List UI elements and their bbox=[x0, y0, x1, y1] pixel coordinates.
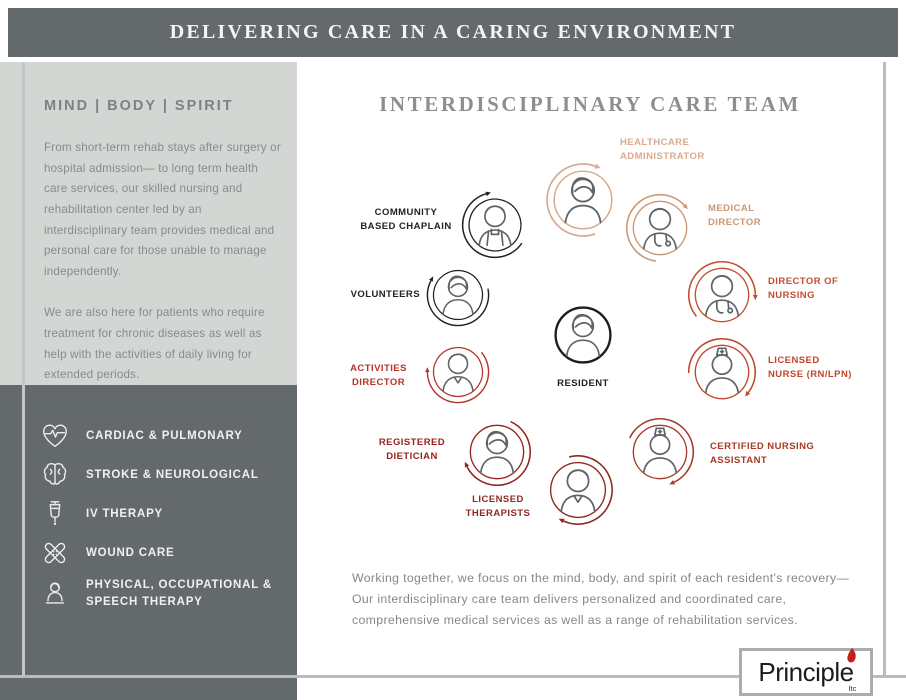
nursing-director-person-icon bbox=[687, 260, 758, 323]
center-node-resident bbox=[546, 298, 620, 372]
center-label-resident: RESIDENT bbox=[557, 378, 609, 389]
sidebar: MIND | BODY | SPIRIT From short-term reh… bbox=[0, 62, 297, 700]
role-node-medical-director bbox=[623, 191, 697, 265]
bottom-frame-line bbox=[0, 675, 906, 678]
service-label: CARDIAC & PULMONARY bbox=[86, 429, 243, 442]
role-node-community-based-chaplain bbox=[459, 189, 531, 261]
sidebar-intro-section: MIND | BODY | SPIRIT From short-term reh… bbox=[0, 62, 297, 385]
brain-icon bbox=[40, 460, 70, 490]
chaplain-person-icon bbox=[461, 191, 523, 259]
main-panel: INTERDISCIPLINARY CARE TEAM bbox=[297, 62, 883, 696]
role-label-licensed-nurse: LICENSED NURSE (RN/LPN) bbox=[768, 355, 852, 381]
left-frame-line bbox=[22, 62, 25, 675]
role-label-director-of-nursing: DIRECTOR OF NURSING bbox=[768, 276, 839, 302]
banner: DELIVERING CARE IN A CARING ENVIRONMENT bbox=[8, 8, 898, 57]
diagram-title: INTERDISCIPLINARY CARE TEAM bbox=[379, 92, 801, 116]
right-frame-line bbox=[883, 62, 886, 675]
activities-director-person-icon bbox=[425, 346, 490, 404]
service-label: IV THERAPY bbox=[86, 507, 164, 520]
iv-drip-icon bbox=[40, 499, 70, 529]
care-team-diagram: HEALTHCARE ADMINISTRATOR MEDICAL DIRECTO… bbox=[320, 130, 880, 570]
role-label-community-based-chaplain: COMMUNITY BASED CHAPLAIN bbox=[360, 207, 452, 233]
service-item: STROKE & NEUROLOGICAL bbox=[40, 460, 287, 490]
role-node-certified-nursing-assistant bbox=[623, 415, 697, 489]
dietician-person-icon bbox=[464, 420, 532, 487]
sidebar-services-section: CARDIAC & PULMONARY STROKE & NEUROLOGICA… bbox=[0, 385, 297, 700]
role-label-healthcare-administrator: HEALTHCARE ADMINISTRATOR bbox=[620, 137, 705, 163]
role-node-director-of-nursing bbox=[685, 258, 759, 332]
role-label-certified-nursing-assistant: CERTIFIED NURSING ASSISTANT bbox=[710, 441, 815, 467]
role-node-activities-director bbox=[424, 338, 492, 406]
service-label: PHYSICAL, OCCUPATIONAL & SPEECH THERAPY bbox=[86, 579, 272, 608]
principle-logo: Principle ltc bbox=[739, 647, 873, 696]
role-node-healthcare-administrator bbox=[543, 160, 623, 240]
role-node-licensed-therapists bbox=[540, 452, 616, 528]
banner-title: DELIVERING CARE IN A CARING ENVIRONMENT bbox=[169, 21, 737, 43]
service-item: WOUND CARE bbox=[40, 538, 287, 568]
services-list: CARDIAC & PULMONARY STROKE & NEUROLOGICA… bbox=[40, 421, 287, 610]
role-node-licensed-nurse bbox=[685, 335, 759, 409]
role-node-registered-dietician bbox=[460, 415, 534, 489]
logo-flame-icon bbox=[846, 647, 856, 662]
service-item: PHYSICAL, OCCUPATIONAL & SPEECH THERAPY bbox=[40, 577, 287, 610]
heart-pulse-icon bbox=[40, 421, 70, 451]
therapy-person-icon bbox=[40, 579, 70, 609]
sidebar-paragraph-2: We are also here for patients who requir… bbox=[44, 306, 265, 382]
role-label-volunteers: VOLUNTEERS bbox=[350, 289, 420, 300]
licensed-nurse-person-icon bbox=[687, 337, 757, 400]
service-item: IV THERAPY bbox=[40, 499, 287, 529]
sidebar-heading: MIND | BODY | SPIRIT bbox=[44, 98, 234, 114]
therapist-person-icon bbox=[549, 455, 613, 525]
role-label-activities-director: ACTIVITIES DIRECTOR bbox=[350, 363, 407, 389]
service-label: STROKE & NEUROLOGICAL bbox=[86, 468, 259, 481]
nursing-assistant-person-icon bbox=[629, 417, 695, 485]
role-label-registered-dietician: REGISTERED DIETICIAN bbox=[378, 437, 446, 463]
service-label: WOUND CARE bbox=[86, 546, 175, 559]
crossed-bandages-icon bbox=[40, 538, 70, 568]
role-label-medical-director: MEDICAL DIRECTOR bbox=[708, 203, 762, 229]
logo-text: Principle bbox=[758, 656, 854, 687]
logo-suffix: ltc bbox=[848, 685, 857, 693]
logo-wordmark: Principle ltc bbox=[758, 647, 856, 693]
role-node-volunteers bbox=[424, 261, 492, 329]
sidebar-paragraph-1: From short-term rehab stays after surger… bbox=[44, 141, 281, 278]
footer-paragraph: Working together, we focus on the mind, … bbox=[352, 571, 850, 628]
service-item: CARDIAC & PULMONARY bbox=[40, 421, 287, 451]
resident-person-icon bbox=[554, 306, 612, 364]
administrator-person-icon bbox=[546, 163, 613, 237]
volunteer-person-icon bbox=[426, 269, 490, 327]
role-label-licensed-therapists: LICENSED THERAPISTS bbox=[465, 494, 531, 520]
medical-director-person-icon bbox=[625, 193, 688, 262]
